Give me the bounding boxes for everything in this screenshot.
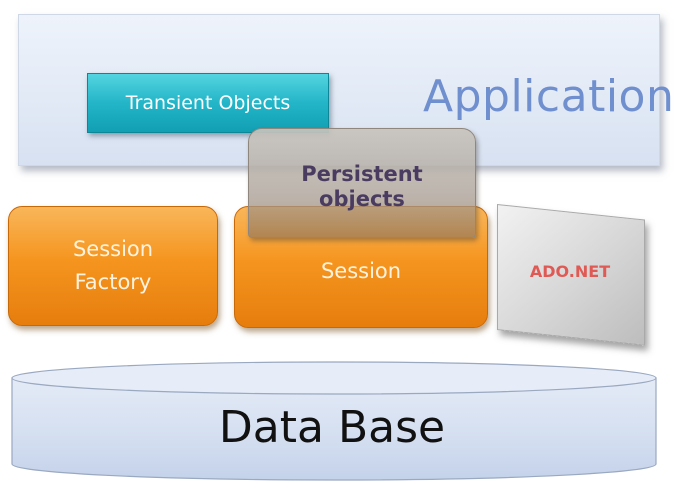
transient-objects-label: Transient Objects: [125, 92, 291, 114]
database-cylinder: [11, 361, 657, 481]
session-factory-label-line2: Factory: [74, 270, 152, 294]
persistent-objects-label-line2: objects: [319, 187, 405, 212]
session-factory-label: Session Factory: [9, 233, 217, 298]
transient-objects-box: Transient Objects: [87, 73, 329, 133]
session-label: Session: [320, 259, 402, 283]
database-label: Data Base: [218, 402, 446, 453]
persistent-objects-label-line1: Persistent: [301, 162, 423, 186]
session-factory-label-line1: Session: [72, 237, 154, 262]
persistent-objects-box: Persistent objects: [248, 128, 476, 238]
database-body: [11, 377, 657, 481]
application-title: Application: [423, 71, 675, 122]
ado-net-label: ADO.NET: [529, 262, 611, 281]
database-top: [11, 361, 657, 395]
persistent-objects-label: Persistent objects: [249, 162, 475, 212]
session-factory-box: Session Factory: [8, 206, 218, 326]
